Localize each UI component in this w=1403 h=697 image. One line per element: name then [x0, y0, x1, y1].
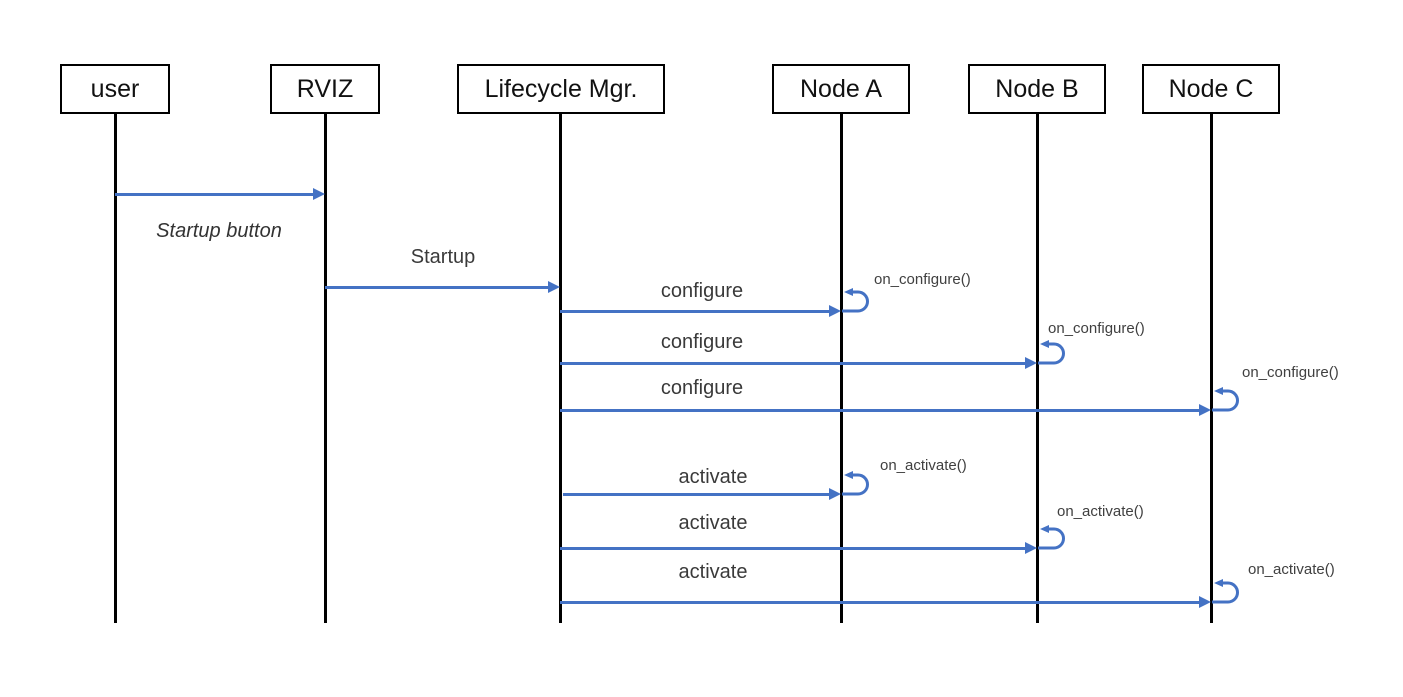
- self-call-label-on-configure-node-a: on_configure(): [874, 271, 971, 288]
- message-label-configure-node-a: configure: [660, 280, 744, 302]
- self-call-label-on-configure-node-c: on_configure(): [1242, 364, 1339, 381]
- self-call-loop-icon: [842, 288, 869, 313]
- message-arrow-activate-node-c: [560, 596, 1211, 608]
- lifeline-node-a: [839, 114, 843, 623]
- actor-box-rviz: RVIZ: [270, 64, 380, 114]
- message-arrow-configure-node-a: [560, 305, 841, 317]
- actor-label-node-c: Node C: [1168, 74, 1254, 103]
- self-call-loop-icon: [1038, 525, 1065, 550]
- self-call-loop-icon: [1038, 340, 1065, 365]
- actor-label-node-a: Node A: [799, 74, 882, 103]
- actor-label-user: user: [90, 74, 140, 103]
- actor-label-rviz: RVIZ: [296, 74, 354, 103]
- lifeline-user: [113, 114, 117, 623]
- arrowhead-icon: [829, 488, 841, 500]
- actor-box-lifecycle-mgr: Lifecycle Mgr.: [457, 64, 665, 114]
- message-arrow-activate-node-a: [563, 488, 841, 500]
- arrowhead-icon: [1025, 357, 1037, 369]
- self-call-loop-icon: [842, 471, 869, 496]
- message-arrow-startup: [325, 281, 560, 293]
- arrowhead-icon: [1025, 542, 1037, 554]
- arrowhead-icon: [829, 305, 841, 317]
- message-arrow-configure-node-c: [560, 404, 1211, 416]
- actor-box-node-a: Node A: [772, 64, 910, 114]
- message-arrow-startup-button: [115, 188, 325, 200]
- actor-box-node-c: Node C: [1142, 64, 1280, 114]
- self-call-loop-icon: [1212, 387, 1239, 412]
- actor-label-node-b: Node B: [995, 74, 1079, 103]
- actor-box-node-b: Node B: [968, 64, 1106, 114]
- actor-box-user: user: [60, 64, 170, 114]
- message-arrow-activate-node-b: [560, 542, 1037, 554]
- self-call-label-on-activate-node-c: on_activate(): [1248, 561, 1335, 578]
- message-label-configure-node-c: configure: [660, 377, 744, 399]
- self-call-label-on-configure-node-b: on_configure(): [1048, 320, 1145, 337]
- arrowhead-icon: [548, 281, 560, 293]
- message-label-configure-node-b: configure: [660, 331, 744, 353]
- arrowhead-icon: [1199, 404, 1211, 416]
- arrowhead-icon: [1199, 596, 1211, 608]
- message-label-startup: Startup: [410, 246, 476, 268]
- message-label-activate-node-a: activate: [678, 466, 748, 488]
- self-call-label-on-activate-node-a: on_activate(): [880, 457, 967, 474]
- message-label-activate-node-b: activate: [678, 512, 748, 534]
- self-call-loop-icon: [1212, 579, 1239, 604]
- message-label-startup-button: Startup button: [156, 220, 282, 242]
- message-label-activate-node-c: activate: [678, 561, 748, 583]
- lifeline-lifecycle-mgr: [558, 114, 562, 623]
- self-call-label-on-activate-node-b: on_activate(): [1057, 503, 1144, 520]
- lifeline-rviz: [323, 114, 327, 623]
- actor-label-lifecycle-mgr: Lifecycle Mgr.: [484, 74, 638, 103]
- arrowhead-icon: [313, 188, 325, 200]
- message-arrow-configure-node-b: [560, 357, 1037, 369]
- lifeline-node-b: [1035, 114, 1039, 623]
- lifeline-node-c: [1209, 114, 1213, 623]
